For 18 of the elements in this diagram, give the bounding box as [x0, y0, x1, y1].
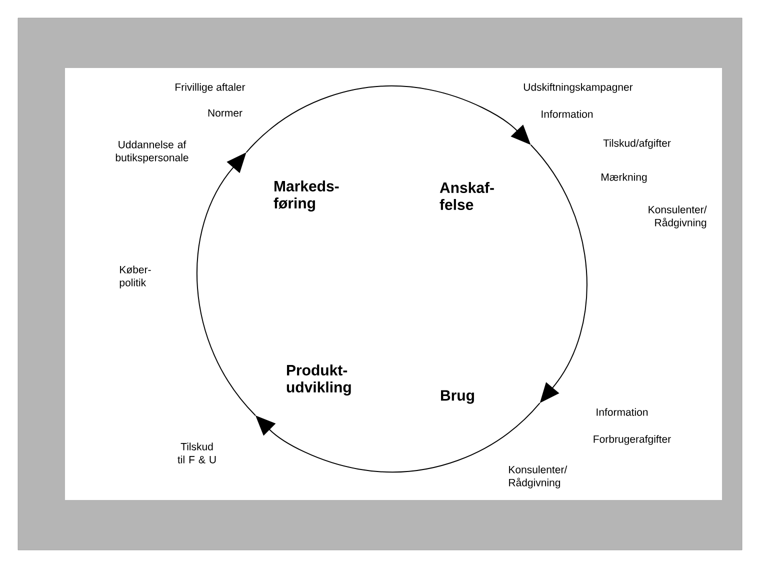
instrument-label: Køber- politik: [120, 266, 151, 288]
instrument-label: Uddannelse af butikspersonale: [116, 140, 188, 164]
instrument-label: Udskiftningskampagner: [524, 83, 633, 93]
instrument-label: Forbrugerafgifter: [594, 435, 671, 445]
phase-label: Produkt- udvikling: [286, 364, 351, 396]
instrument-label: Information: [596, 408, 648, 416]
instrument-label: Normer: [208, 109, 242, 117]
instrument-label: Mærkning: [602, 173, 647, 183]
instrument-label: Tilskud til F & U: [178, 442, 216, 464]
phase-label: Anskaf- felse: [440, 182, 494, 210]
instrument-label: Konsulenter/ Rådgivning: [509, 466, 568, 488]
instrument-label: Information: [542, 110, 593, 118]
instrument-label: Konsulenter/ Rådgivning: [648, 206, 707, 228]
instrument-label: Tilskud/afgifter: [603, 139, 671, 149]
instrument-label: Frivillige aftaler: [176, 83, 246, 93]
phase-label: Markeds- føring: [274, 180, 339, 212]
phase-label: Brug: [441, 390, 474, 404]
cycle-arrow: [256, 402, 540, 473]
